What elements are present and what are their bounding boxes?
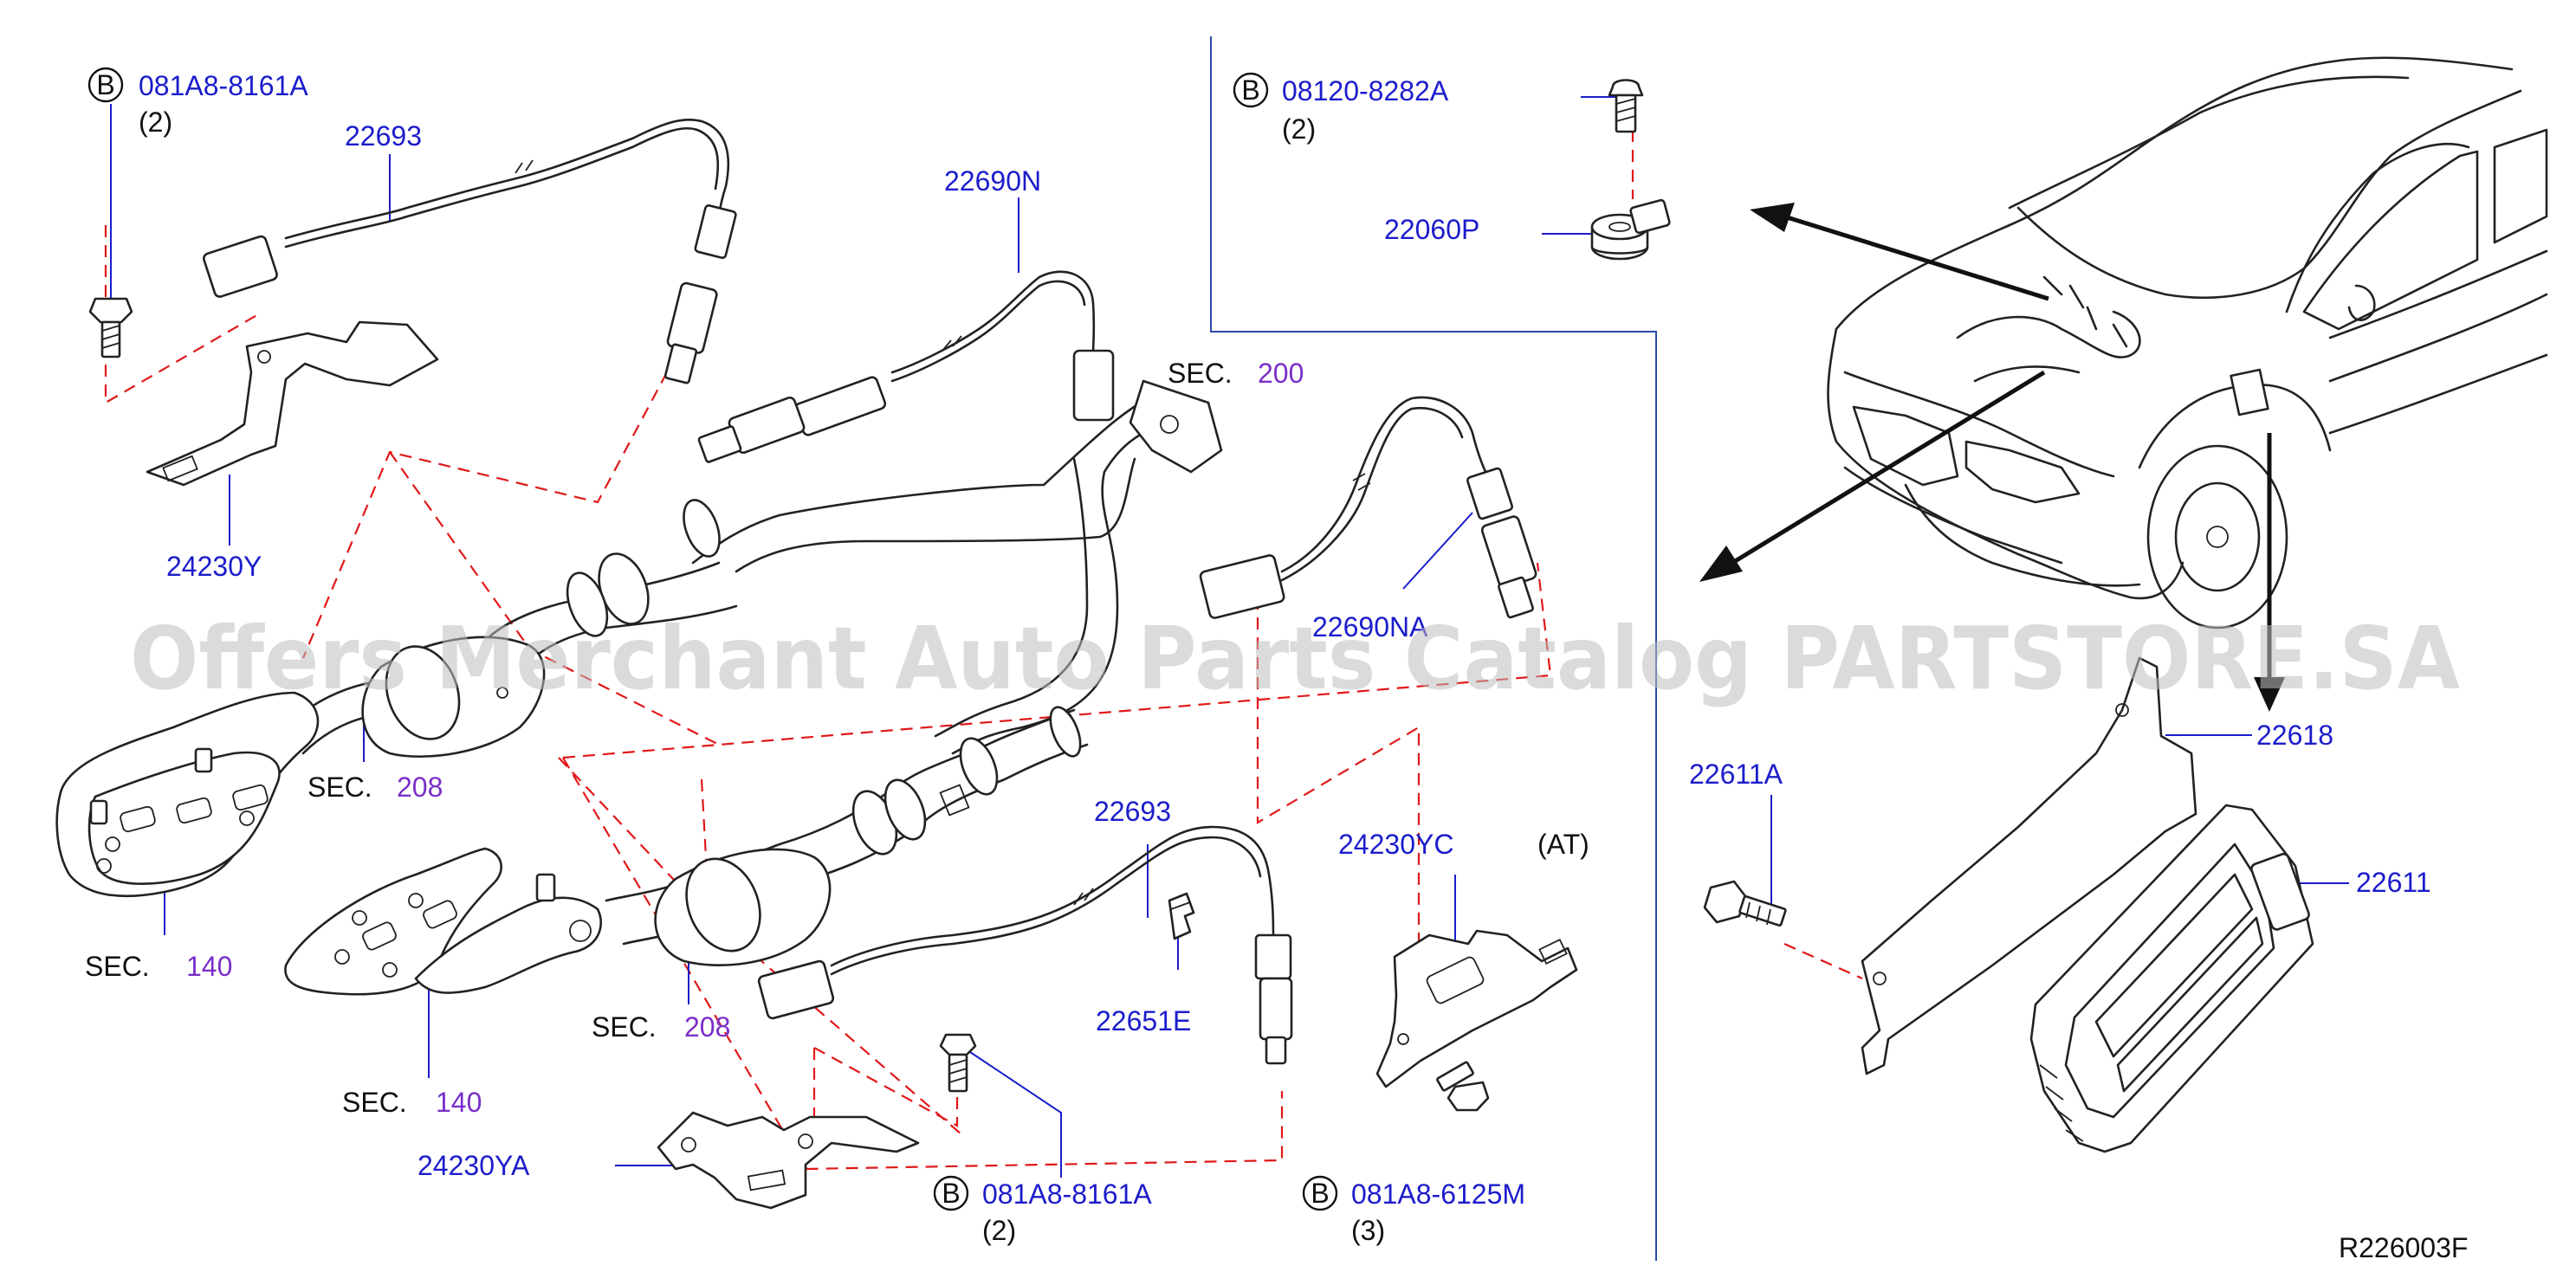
label-22693-bottom: 22693 <box>1094 796 1171 827</box>
label-24230Y: 24230Y <box>166 551 262 582</box>
bolt-symbol-081A8-8161A-bottom: B <box>933 1175 969 1211</box>
oxygen-sensor-22693-lower <box>757 825 1293 1065</box>
labels: 081A8-8161A (2) 22693 22690N SEC. 200 22… <box>85 70 2468 1263</box>
svg-text:B: B <box>96 69 114 100</box>
label-081A8-6125M: 081A8-6125M <box>1351 1178 1525 1210</box>
oxygen-sensor-22690NA <box>1199 396 1537 619</box>
label-sec-208-b-num: 208 <box>684 1011 730 1043</box>
label-22611A: 22611A <box>1689 759 1783 790</box>
ecm-bracket-22618 <box>1861 656 2197 1075</box>
bolt-081A8-6125M <box>1436 1061 1490 1112</box>
label-24230YC: 24230YC <box>1338 829 1453 860</box>
label-qty-3: (3) <box>1351 1215 1385 1246</box>
oxygen-sensor-22693-upper <box>203 118 737 384</box>
label-sec-140-b-num: 140 <box>436 1087 482 1118</box>
bolt-symbol-081A8-8161A-top: B <box>87 67 124 103</box>
knock-sensor-22060P <box>1590 198 1671 261</box>
label-22690NA: 22690NA <box>1312 611 1428 642</box>
oxygen-sensor-22690N <box>697 270 1115 463</box>
catalytic-converter-lower <box>605 706 1089 966</box>
svg-text:B: B <box>1241 74 1259 106</box>
label-qty-knock: (2) <box>1282 113 1316 145</box>
svg-text:B: B <box>1311 1178 1329 1209</box>
label-22611: 22611 <box>2356 867 2431 898</box>
front-tube-y-pipe <box>691 379 1223 755</box>
label-at-note: (AT) <box>1537 829 1589 860</box>
label-22690N: 22690N <box>944 165 1041 197</box>
ecm-22611 <box>2029 804 2314 1153</box>
panel-borders <box>1210 36 1657 1261</box>
bracket-24230YA <box>657 1111 920 1210</box>
label-22618: 22618 <box>2256 720 2333 751</box>
label-sec-140-a-num: 140 <box>186 951 232 982</box>
label-sec-140-a-prefix: SEC. <box>85 951 150 982</box>
label-08120-8282A: 08120-8282A <box>1282 75 1449 107</box>
bolt-081A8-8161A-upper <box>88 297 133 358</box>
label-sec-208-a-num: 208 <box>397 772 443 803</box>
label-081A8-8161A-top: 081A8-8161A <box>139 70 308 101</box>
label-22693-top: 22693 <box>345 120 422 152</box>
exhaust-manifold-lower <box>284 847 603 996</box>
bracket-24230YC <box>1375 929 1578 1088</box>
label-sec-208-b-prefix: SEC. <box>592 1011 657 1043</box>
vehicle-illustration <box>1827 56 2548 630</box>
label-qty-bottom: (2) <box>982 1215 1016 1246</box>
location-arrows <box>1699 203 2285 712</box>
svg-text:B: B <box>942 1178 960 1209</box>
label-081A8-8161A-bottom: 081A8-8161A <box>982 1178 1152 1210</box>
bracket-24230Y <box>146 320 439 487</box>
label-sec-140-b-prefix: SEC. <box>342 1087 407 1118</box>
bolt-08120-8282A <box>1608 79 1644 133</box>
label-sec-200-num: 200 <box>1258 358 1304 389</box>
label-24230YA: 24230YA <box>417 1150 530 1181</box>
exhaust-manifold-upper <box>55 691 320 898</box>
catalytic-converter-upper <box>284 499 738 759</box>
label-sec-208-a-prefix: SEC. <box>307 772 372 803</box>
watermark-text: Offers Merchant Auto Parts Catalog PARTS… <box>130 608 2460 709</box>
bolt-symbol-081A8-6125M: B <box>1302 1175 1338 1211</box>
bolt-081A8-8161A-lower <box>939 1033 977 1093</box>
clip-22651E <box>1168 892 1195 940</box>
label-qty-top: (2) <box>139 107 172 138</box>
bolt-22611A <box>1703 880 1787 927</box>
label-sec-200-prefix: SEC. <box>1168 358 1233 389</box>
label-22651E: 22651E <box>1096 1005 1191 1036</box>
bolt-symbol-08120-8282A: B <box>1233 72 1269 108</box>
drawing-number: R226003F <box>2339 1232 2468 1263</box>
label-22060P: 22060P <box>1384 214 1479 245</box>
